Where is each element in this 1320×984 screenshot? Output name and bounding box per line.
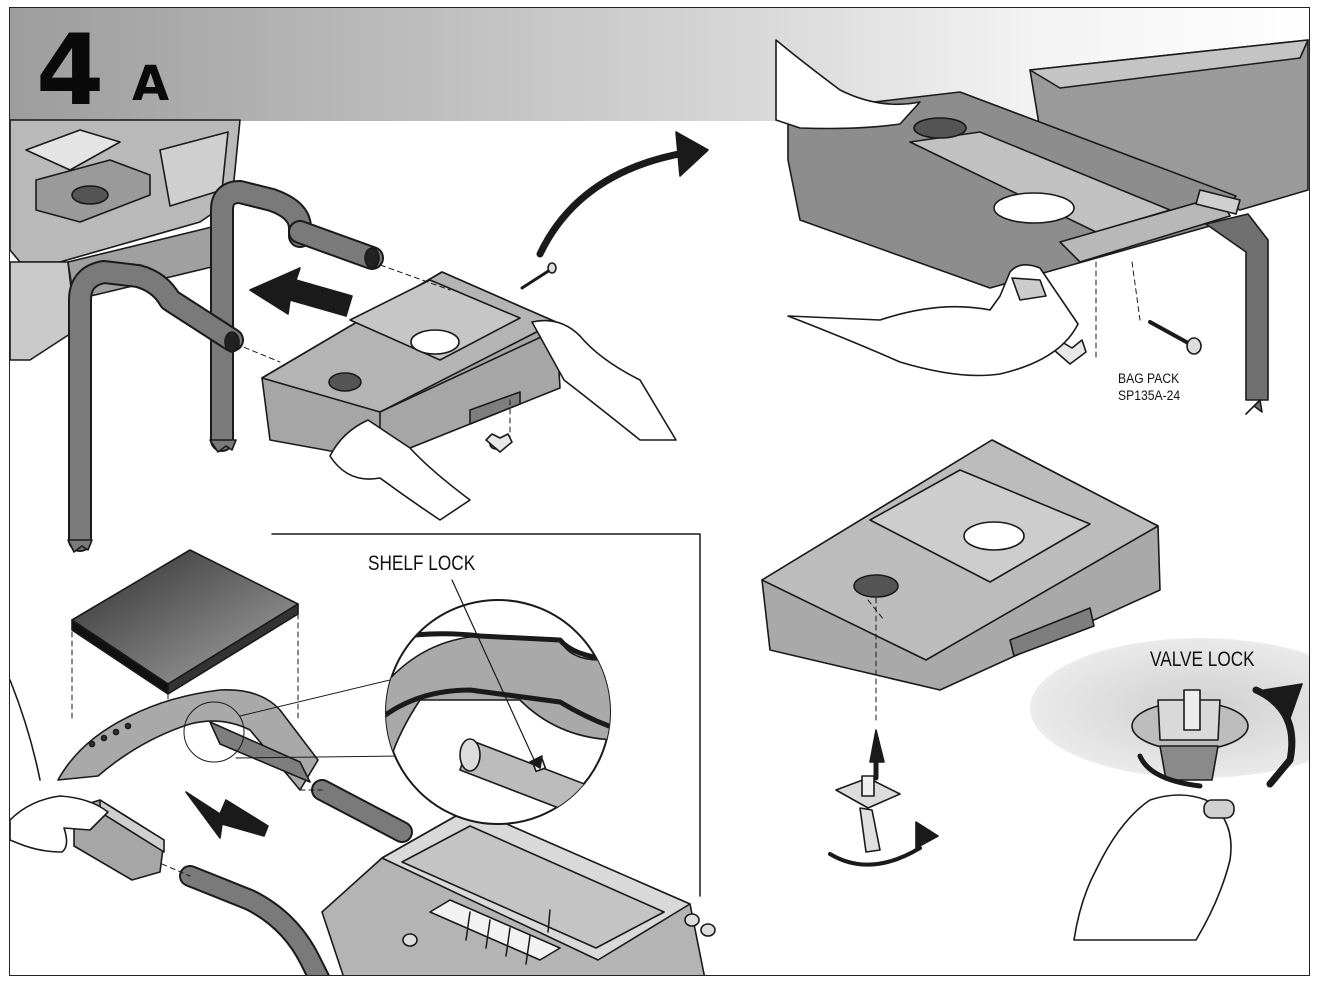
shelf-lock-leader xyxy=(451,579,537,765)
grease-tray xyxy=(321,799,716,975)
leg-ends-topleft xyxy=(67,439,237,553)
valve-small xyxy=(828,775,939,867)
rotate-motion-arrow-top xyxy=(536,131,709,258)
leg-tube-rear xyxy=(68,260,244,552)
screw-topleft xyxy=(520,262,557,290)
shelf-lock-zoom xyxy=(385,599,611,825)
alignment-lines-topright xyxy=(1095,261,1141,361)
side-shelf-topright xyxy=(787,91,1241,289)
inset-border-lines xyxy=(271,533,701,897)
grill-hood-topright xyxy=(1029,39,1309,211)
hand-valve xyxy=(1073,794,1232,941)
lower-tubes xyxy=(179,779,413,975)
shelf-top-panel xyxy=(71,549,299,695)
alignment-lines-topleft xyxy=(235,261,511,441)
valve-lock-zoom xyxy=(1030,638,1309,789)
side-shelf-topleft xyxy=(261,271,561,461)
wing-nut-topleft xyxy=(485,433,513,453)
bolt-topright xyxy=(1148,320,1202,355)
grill-body-topleft xyxy=(10,119,241,361)
bag-pack-label-line2: SP135A-24 xyxy=(1118,388,1181,403)
valve-alignment-line xyxy=(867,597,885,721)
shelf-frame xyxy=(57,679,401,791)
tube-alignment-lines xyxy=(161,789,323,877)
leg-tube-front xyxy=(210,180,384,452)
side-shelf-bottomright xyxy=(761,439,1161,691)
insert-direction-arrow xyxy=(249,267,353,317)
valve-lock-label: VALVE LOCK xyxy=(1150,648,1255,671)
valve-knob xyxy=(1203,799,1235,819)
hands-topleft xyxy=(329,319,677,521)
arm-bottomleft xyxy=(10,679,41,781)
hands-topright xyxy=(775,39,1079,377)
step-number: 4 xyxy=(36,14,104,128)
bag-pack-label-line1: BAG PACK xyxy=(1118,371,1180,386)
slide-out-arrow xyxy=(185,791,269,839)
leg-tube-topright xyxy=(1205,213,1269,415)
valve-up-arrow xyxy=(869,729,885,763)
step-suffix: A xyxy=(132,56,170,112)
shelf-lock-leader-head xyxy=(529,755,543,769)
hand-bottomleft xyxy=(10,795,109,853)
shelf-lock-label: SHELF LOCK xyxy=(368,552,476,575)
